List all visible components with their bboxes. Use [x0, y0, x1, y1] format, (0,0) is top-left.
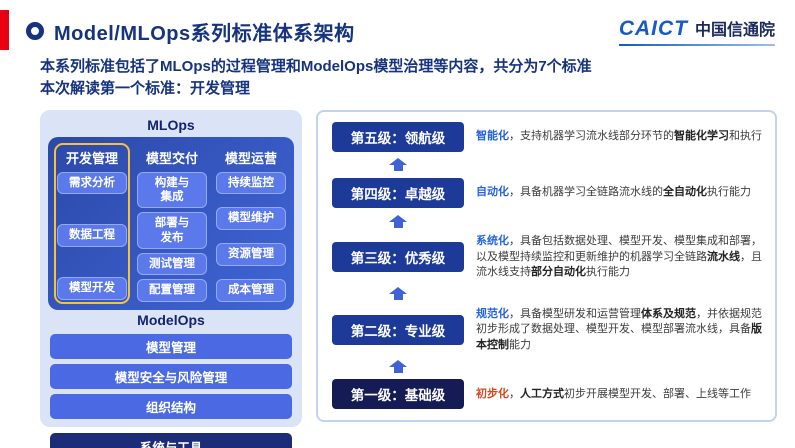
level-keyword: 系统化: [476, 235, 509, 248]
maturity-level-1-row: 第一级：基础级 初步化，人工方式初步开展模型开发、部署、上线等工作: [332, 379, 763, 410]
level-5-description: 智能化，支持机器学习流水线部分环节的智能化学习和执行: [476, 129, 762, 142]
intro-text: 本系列标准包括了MLOps的过程管理和ModelOps模型治理等内容，共分为7个…: [40, 56, 775, 100]
ring-bullet-icon: [26, 22, 44, 40]
mlops-item: 持续监控: [216, 171, 286, 194]
intro-line-2: 本次解读第一个标准：开发管理: [40, 79, 251, 97]
maturity-level-2-row: 第二级：专业级 规范化，具备模型研发和运营管理体系及规范，并依据规范初步形成了数…: [332, 307, 763, 353]
level-4-description: 自动化，具备机器学习全链路流水线的全自动化执行能力: [476, 186, 751, 199]
caict-logo-row: CAICT 中国信通院: [619, 16, 775, 41]
mlops-item: 测试管理: [137, 253, 207, 276]
up-arrow-row: [332, 287, 763, 301]
level-4-badge: 第四级：卓越级: [332, 177, 464, 208]
modelops-title: ModelOps: [137, 311, 205, 328]
column-header: 开发管理: [65, 150, 118, 166]
level-1-badge: 第一级：基础级: [332, 379, 464, 410]
up-arrow-row: [332, 214, 763, 228]
left-column: MLOps 开发管理 需求分析 数据工程 模型开发 模型交付 构建与 集成: [40, 109, 302, 448]
up-arrow-row: [332, 359, 763, 373]
mlops-column-dev-management: 开发管理 需求分析 数据工程 模型开发: [54, 142, 130, 304]
modelops-bar: 模型管理: [50, 333, 292, 359]
modelops-bars: 模型管理 模型安全与风险管理 组织结构: [48, 333, 294, 419]
mlops-item: 成本管理: [216, 279, 286, 302]
mlops-item: 模型开发: [57, 277, 127, 300]
column-items: 需求分析 数据工程 模型开发: [57, 171, 127, 300]
maturity-panel: 第五级：领航级 智能化，支持机器学习流水线部分环节的智能化学习和执行 第四级：卓…: [316, 109, 777, 422]
mlops-item: 数据工程: [57, 224, 127, 247]
mlops-column-model-operation: 模型运营 持续监控 模型维护 资源管理 成本管理: [214, 143, 288, 304]
caict-logo: CAICT 中国信通院: [618, 16, 775, 46]
main-content: MLOps 开发管理 需求分析 数据工程 模型开发 模型交付 构建与 集成: [40, 109, 777, 448]
up-arrow-icon: [388, 214, 408, 228]
mlops-item: 配置管理: [137, 279, 207, 302]
mlops-title: MLOps: [147, 116, 195, 133]
column-items: 持续监控 模型维护 资源管理 成本管理: [216, 171, 286, 302]
level-2-description: 规范化，具备模型研发和运营管理体系及规范，并依据规范初步形成了数据处理、模型开发…: [476, 307, 762, 351]
mlops-item: 需求分析: [57, 171, 127, 194]
mlops-panel: MLOps 开发管理 需求分析 数据工程 模型开发 模型交付 构建与 集成: [40, 109, 302, 427]
mlops-item: 部署与 发布: [137, 212, 207, 249]
level-keyword: 自动化: [476, 186, 509, 199]
maturity-level-3-row: 第三级：优秀级 系统化，具备包括数据处理、模型开发、模型集成和部署，以及模型持续…: [332, 234, 763, 280]
page-title: Model/MLOps系列标准体系架构: [54, 22, 355, 45]
intro-line-1: 本系列标准包括了MLOps的过程管理和ModelOps模型治理等内容，共分为7个…: [40, 58, 592, 75]
mlops-item: 资源管理: [216, 243, 286, 266]
mlops-item: 模型维护: [216, 207, 286, 230]
up-arrow-icon: [388, 287, 408, 301]
level-3-description: 系统化，具备包括数据处理、模型开发、模型集成和部署，以及模型持续监控和更新维护的…: [476, 235, 762, 279]
column-header: 模型交付: [145, 150, 198, 166]
mlops-box: 开发管理 需求分析 数据工程 模型开发 模型交付 构建与 集成 部署与 发布 测…: [48, 136, 294, 310]
mlops-item: 构建与 集成: [137, 171, 207, 209]
slide-header: Model/MLOps系列标准体系架构 CAICT 中国信通院: [0, 0, 795, 46]
maturity-level-4-row: 第四级：卓越级 自动化，具备机器学习全链路流水线的全自动化执行能力: [332, 177, 763, 208]
level-keyword: 规范化: [476, 307, 509, 320]
level-5-badge: 第五级：领航级: [332, 121, 464, 152]
caict-logo-en: CAICT: [618, 17, 688, 40]
up-arrow-row: [332, 158, 763, 172]
up-arrow-icon: [388, 158, 408, 172]
caict-logo-cn: 中国信通院: [694, 22, 775, 39]
level-keyword: 智能化: [476, 129, 509, 142]
column-header: 模型运营: [224, 150, 277, 166]
level-2-badge: 第二级：专业级: [332, 314, 464, 345]
level-keyword: 初步化: [476, 387, 509, 400]
red-accent-bar: [0, 10, 9, 50]
logo-underline: [618, 44, 775, 46]
systems-and-tools-bar: 系统与工具: [50, 432, 292, 448]
column-items: 构建与 集成 部署与 发布 测试管理 配置管理: [137, 171, 207, 302]
level-1-description: 初步化，人工方式初步开展模型开发、部署、上线等工作: [476, 387, 751, 400]
up-arrow-icon: [388, 359, 408, 373]
mlops-column-model-delivery: 模型交付 构建与 集成 部署与 发布 测试管理 配置管理: [135, 143, 209, 304]
maturity-level-5-row: 第五级：领航级 智能化，支持机器学习流水线部分环节的智能化学习和执行: [332, 121, 763, 152]
modelops-bar: 组织结构: [50, 393, 292, 419]
level-3-badge: 第三级：优秀级: [332, 242, 464, 273]
modelops-bar: 模型安全与风险管理: [50, 363, 292, 389]
